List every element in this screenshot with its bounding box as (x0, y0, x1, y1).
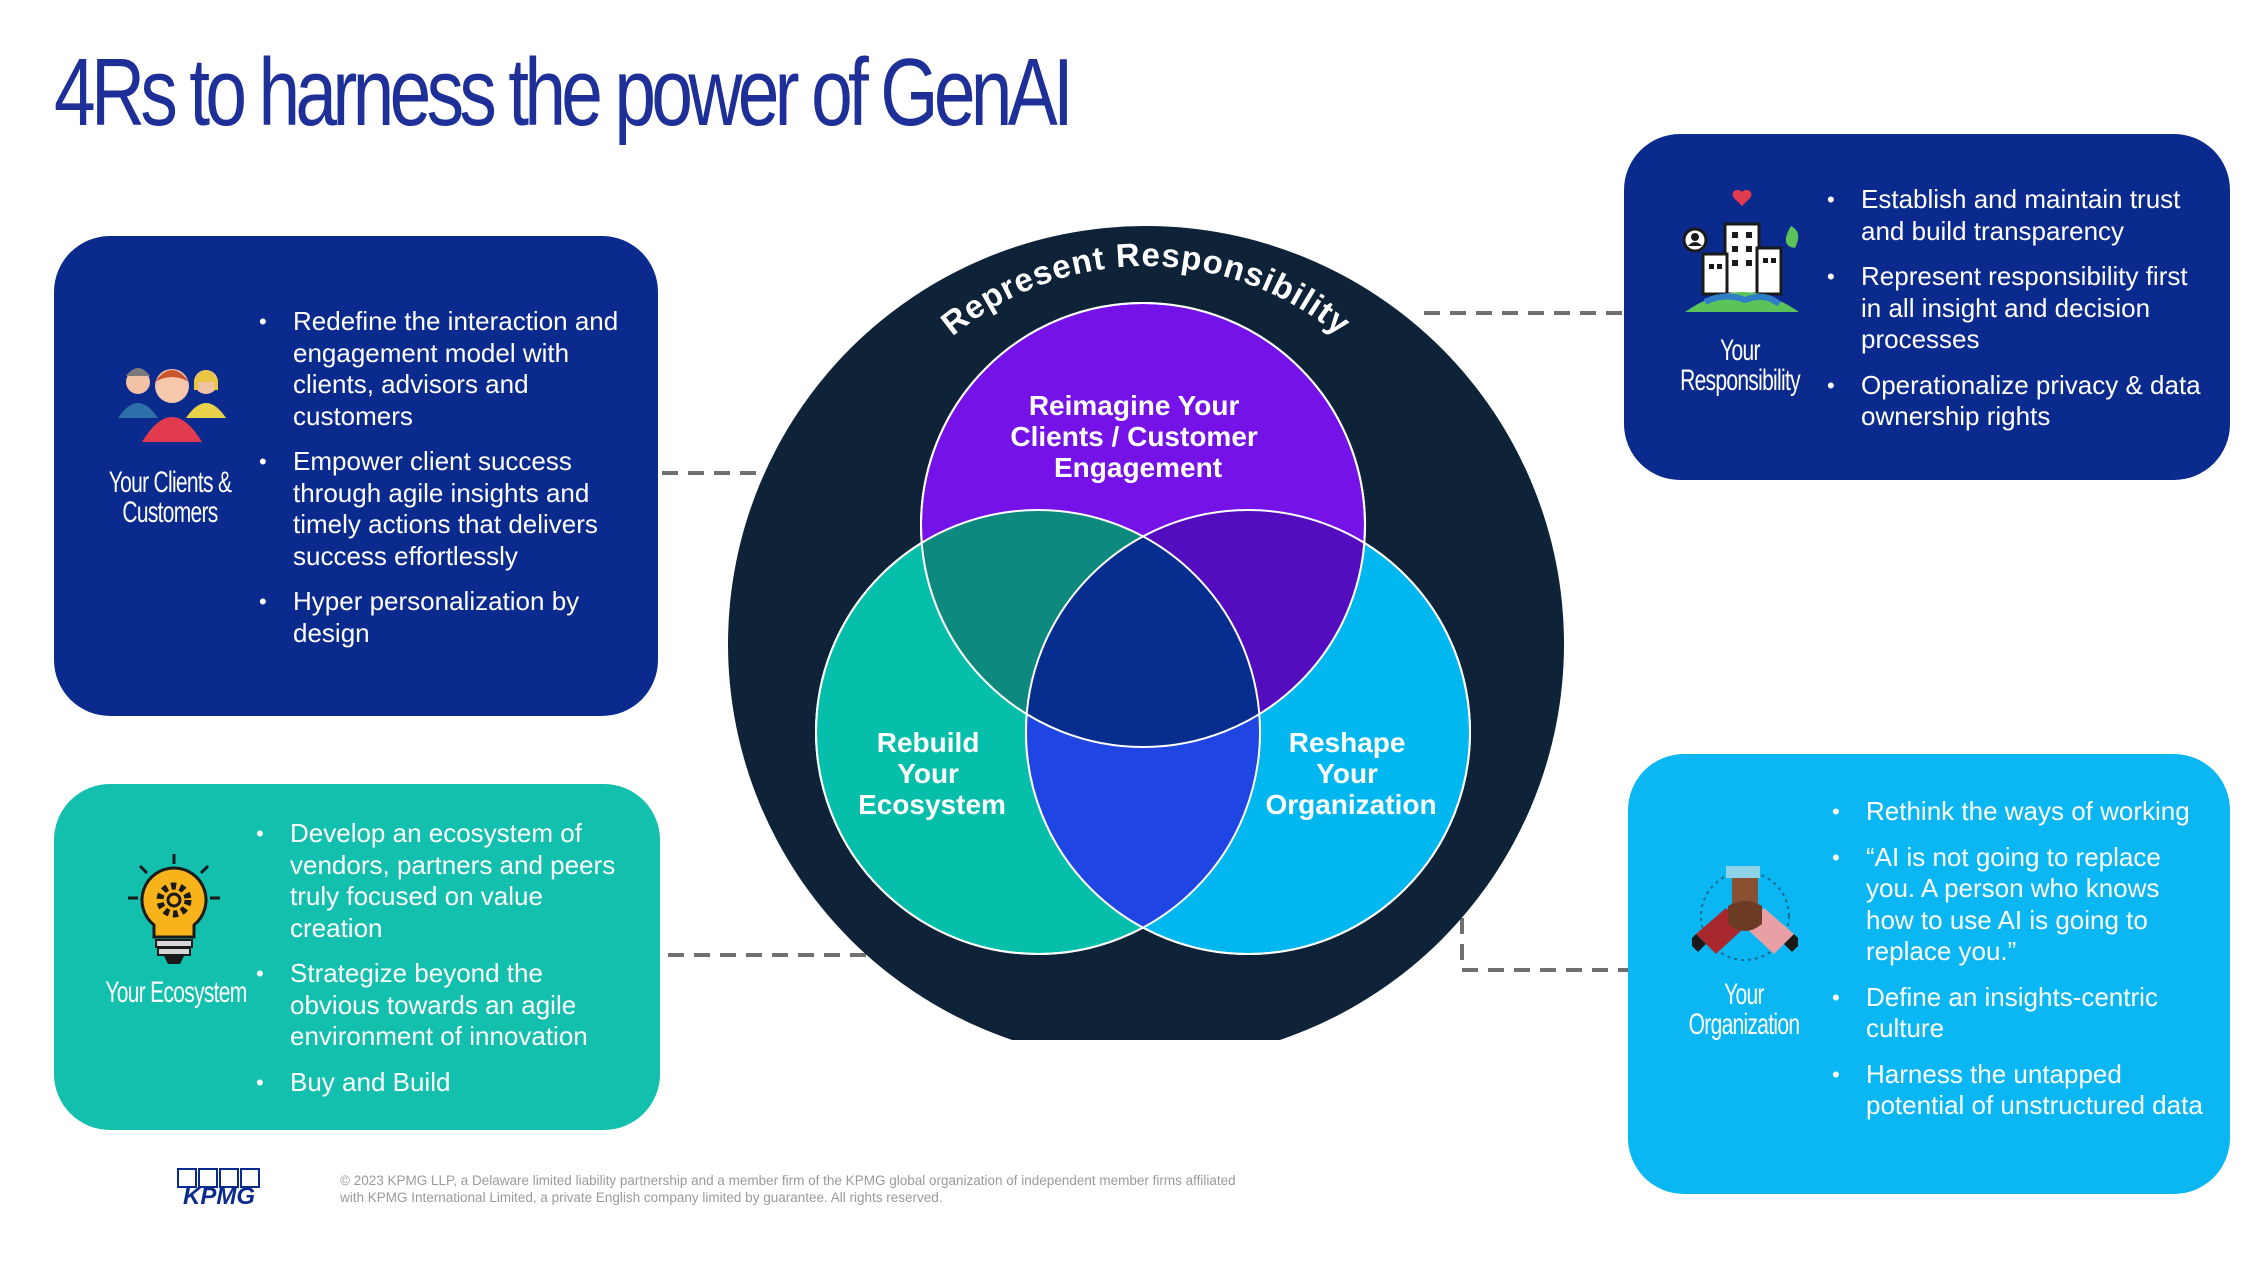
list-item: Operationalize privacy & data ownership … (1827, 370, 2211, 433)
clients-list: Redefine the interaction and engagement … (259, 306, 629, 663)
hands-together-icon (1692, 866, 1798, 961)
list-item: “AI is not going to replace you. A perso… (1832, 842, 2212, 968)
top-circle-label: Reimagine Your Clients / Customer Engage… (1010, 390, 1265, 483)
list-item: Strategize beyond the obvious towards an… (256, 958, 636, 1053)
card-ecosystem: Your Ecosystem Develop an ecosystem of v… (54, 784, 660, 1130)
ecosystem-label: Your Ecosystem (105, 976, 247, 1009)
left-circle-label: Rebuild Your Ecosystem (858, 727, 1006, 820)
svg-text:KPMG: KPMG (183, 1183, 255, 1208)
card-clients: Your Clients &Customers Redefine the int… (54, 236, 658, 716)
venn-diagram: Represent Responsibility Reimagine Your … (728, 226, 1564, 1040)
list-item: Define an insights-centric culture (1832, 982, 2212, 1045)
kpmg-logo: KPMG (177, 1168, 260, 1208)
lightbulb-gear-icon (128, 854, 220, 964)
right-circle-label: Reshape Your Organization (1265, 727, 1436, 820)
list-item: Establish and maintain trust and build t… (1827, 184, 2211, 247)
page-title: 4Rs to harness the power of GenAI (54, 39, 1074, 146)
people-icon (118, 368, 226, 442)
ecosystem-list: Develop an ecosystem of vendors, partner… (256, 818, 636, 1112)
list-item: Represent responsibility first in all in… (1827, 261, 2211, 356)
clients-label: Your Clients &Customers (108, 466, 232, 529)
organization-list: Rethink the ways of working “AI is not g… (1832, 796, 2212, 1136)
list-item: Redefine the interaction and engagement … (259, 306, 629, 432)
list-item: Rethink the ways of working (1832, 796, 2212, 828)
list-item: Hyper personalization by design (259, 586, 629, 649)
list-item: Buy and Build (256, 1067, 636, 1099)
responsibility-list: Establish and maintain trust and build t… (1827, 184, 2211, 447)
sustainable-city-icon (1682, 189, 1799, 312)
list-item: Harness the untapped potential of unstru… (1832, 1059, 2212, 1122)
copyright-text: © 2023 KPMG LLP, a Delaware limited liab… (340, 1173, 1236, 1205)
list-item: Develop an ecosystem of vendors, partner… (256, 818, 636, 944)
list-item: Empower client success through agile ins… (259, 446, 629, 572)
